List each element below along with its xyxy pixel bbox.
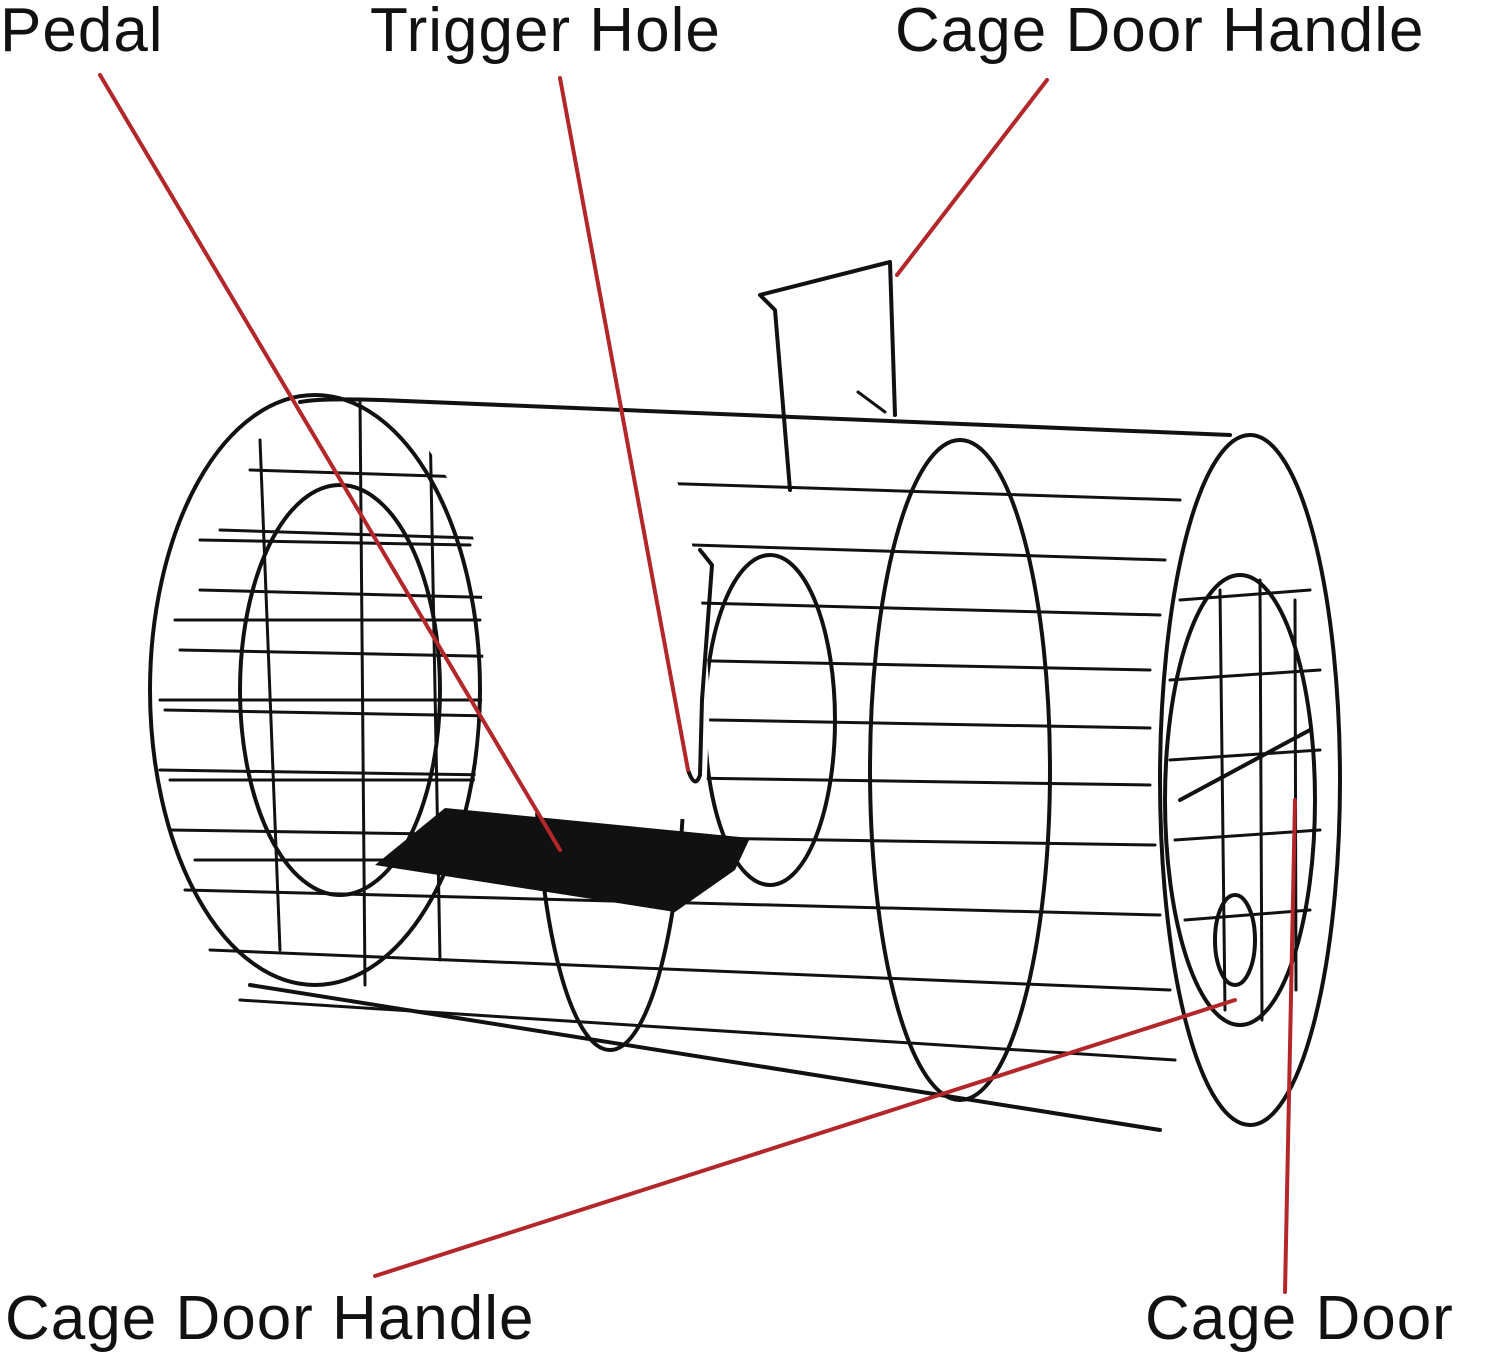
cage-opening — [380, 405, 710, 820]
label-cage-door-handle-top: Cage Door Handle — [895, 0, 1425, 65]
trigger-hook — [686, 548, 714, 784]
label-cage-door-handle-bottom: Cage Door Handle — [5, 1284, 535, 1352]
leader-cage-door-handle-bottom — [373, 998, 1237, 1278]
cage-left-end — [148, 393, 487, 987]
leader-lines — [98, 73, 1297, 1294]
cage-door-ring — [1163, 573, 1317, 1027]
leader-cage-door-handle-top — [895, 78, 1049, 277]
cage-door-handle — [758, 260, 897, 492]
pedal-plate — [375, 808, 750, 912]
door-latch-ring — [1213, 893, 1257, 987]
cage-right-end — [1158, 433, 1342, 1127]
label-trigger-hole: Trigger Hole — [370, 0, 721, 65]
label-pedal: Pedal — [0, 0, 164, 65]
leader-pedal — [98, 73, 562, 852]
leader-trigger-hole — [558, 76, 690, 772]
label-cage-door: Cage Door — [1145, 1284, 1454, 1352]
leader-cage-door — [1283, 798, 1297, 1294]
